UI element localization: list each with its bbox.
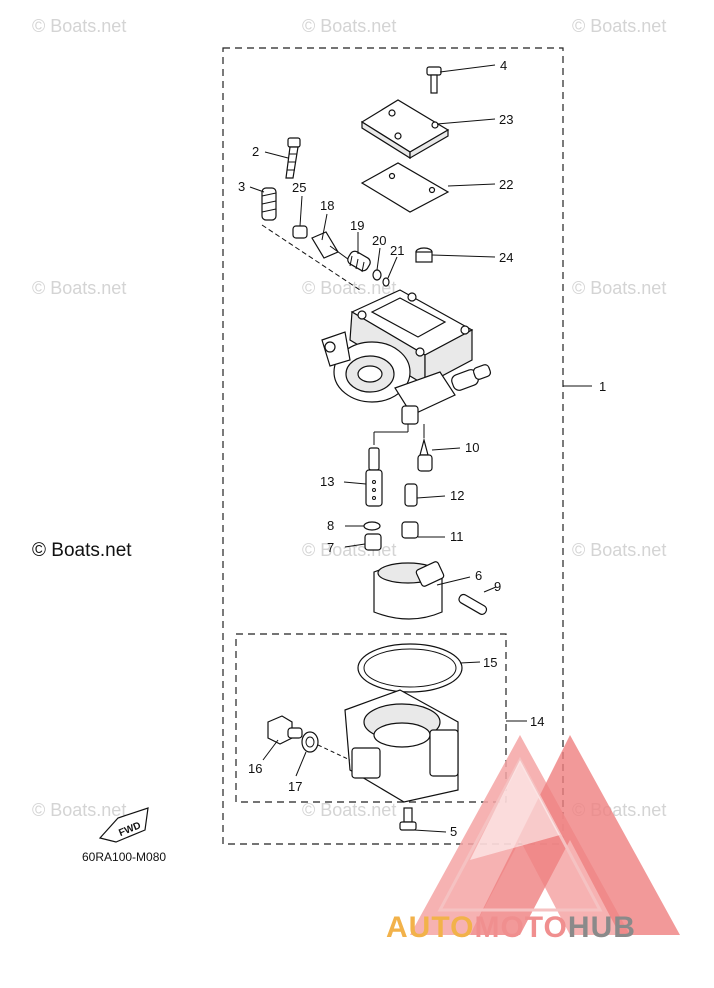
part-24-cap: [415, 247, 433, 263]
callout-14: 14: [530, 714, 544, 729]
callout-3: 3: [238, 179, 245, 194]
callout-numbers: 4 23 22 24 2 3 25 18 19 20 21 1 10 13 12…: [238, 58, 606, 839]
assembly-outline-14: [235, 633, 507, 803]
watermark-top-center: © Boats.net: [302, 16, 396, 36]
part-6-float: [373, 561, 445, 620]
part-7-plug: [364, 533, 382, 551]
callout-19: 19: [350, 218, 364, 233]
watermark-center-right: © Boats.net: [572, 540, 666, 560]
callout-5: 5: [450, 824, 457, 839]
callout-13: 13: [320, 474, 334, 489]
callout-25: 25: [292, 180, 306, 195]
part-22-gasket: [360, 162, 450, 213]
part-13-main-nozzle: [365, 447, 383, 507]
callout-16: 16: [248, 761, 262, 776]
part-3-spring: [261, 187, 277, 221]
part-8-oring: [363, 521, 381, 531]
brand-auto-text: AUTOMOTOHUB: [386, 911, 636, 944]
part-18-needle: [311, 231, 353, 263]
part-15-gasket: [357, 643, 463, 693]
watermark-bottom-center: © Boats.net: [302, 800, 396, 820]
part-14-float-chamber: [344, 689, 459, 803]
assembly-outline-1: [222, 47, 564, 845]
part-11-main-jet: [401, 521, 419, 539]
part-5-screw-bottom: [399, 807, 417, 831]
watermark-top-right: © Boats.net: [572, 16, 666, 36]
callout-15: 15: [483, 655, 497, 670]
part-16-drain-screw: [267, 715, 303, 745]
callout-23: 23: [499, 112, 513, 127]
part-17-washer: [301, 731, 319, 753]
callout-20: 20: [372, 233, 386, 248]
callout-21: 21: [390, 243, 404, 258]
part-21-oring: [382, 277, 390, 287]
watermark-mid-left: © Boats.net: [32, 278, 126, 298]
callout-4: 4: [500, 58, 507, 73]
watermarks: © Boats.net © Boats.net © Boats.net © Bo…: [32, 16, 666, 820]
callout-1: 1: [599, 379, 606, 394]
callout-6: 6: [475, 568, 482, 583]
watermark-bottom-left: © Boats.net: [32, 800, 126, 820]
callout-12: 12: [450, 488, 464, 503]
callout-24: 24: [499, 250, 513, 265]
callout-22: 22: [499, 177, 513, 192]
part-2-screw: [285, 137, 301, 179]
part-4-screw-top: [426, 66, 442, 94]
automotohub-logo: AUTOMOTOHUB: [386, 735, 680, 944]
watermark-center: © Boats.net: [302, 540, 396, 560]
callout-18: 18: [320, 198, 334, 213]
diagram-code: 60RA100-M080: [82, 850, 166, 864]
part-9-pin: [458, 593, 488, 615]
part-10-needle-valve: [417, 437, 433, 472]
part-20-oring: [372, 269, 382, 281]
callout-8: 8: [327, 518, 334, 533]
part-12-pilot-jet: [404, 483, 418, 507]
part-23-cover: [360, 99, 450, 160]
leader-lines: [249, 64, 592, 833]
callout-17: 17: [288, 779, 302, 794]
callout-11: 11: [450, 529, 464, 544]
part-25-washer: [292, 225, 308, 239]
callout-2: 2: [252, 144, 259, 159]
watermark-mid-right: © Boats.net: [572, 278, 666, 298]
part-19-spring: [347, 250, 371, 273]
part-1-carburetor-body: [321, 289, 492, 425]
watermark-mid-center: © Boats.net: [302, 278, 396, 298]
watermark-main: © Boats.net: [32, 540, 132, 561]
callout-9: 9: [494, 579, 501, 594]
watermark-top-left: © Boats.net: [32, 16, 126, 36]
callout-7: 7: [327, 540, 334, 555]
callout-10: 10: [465, 440, 479, 455]
